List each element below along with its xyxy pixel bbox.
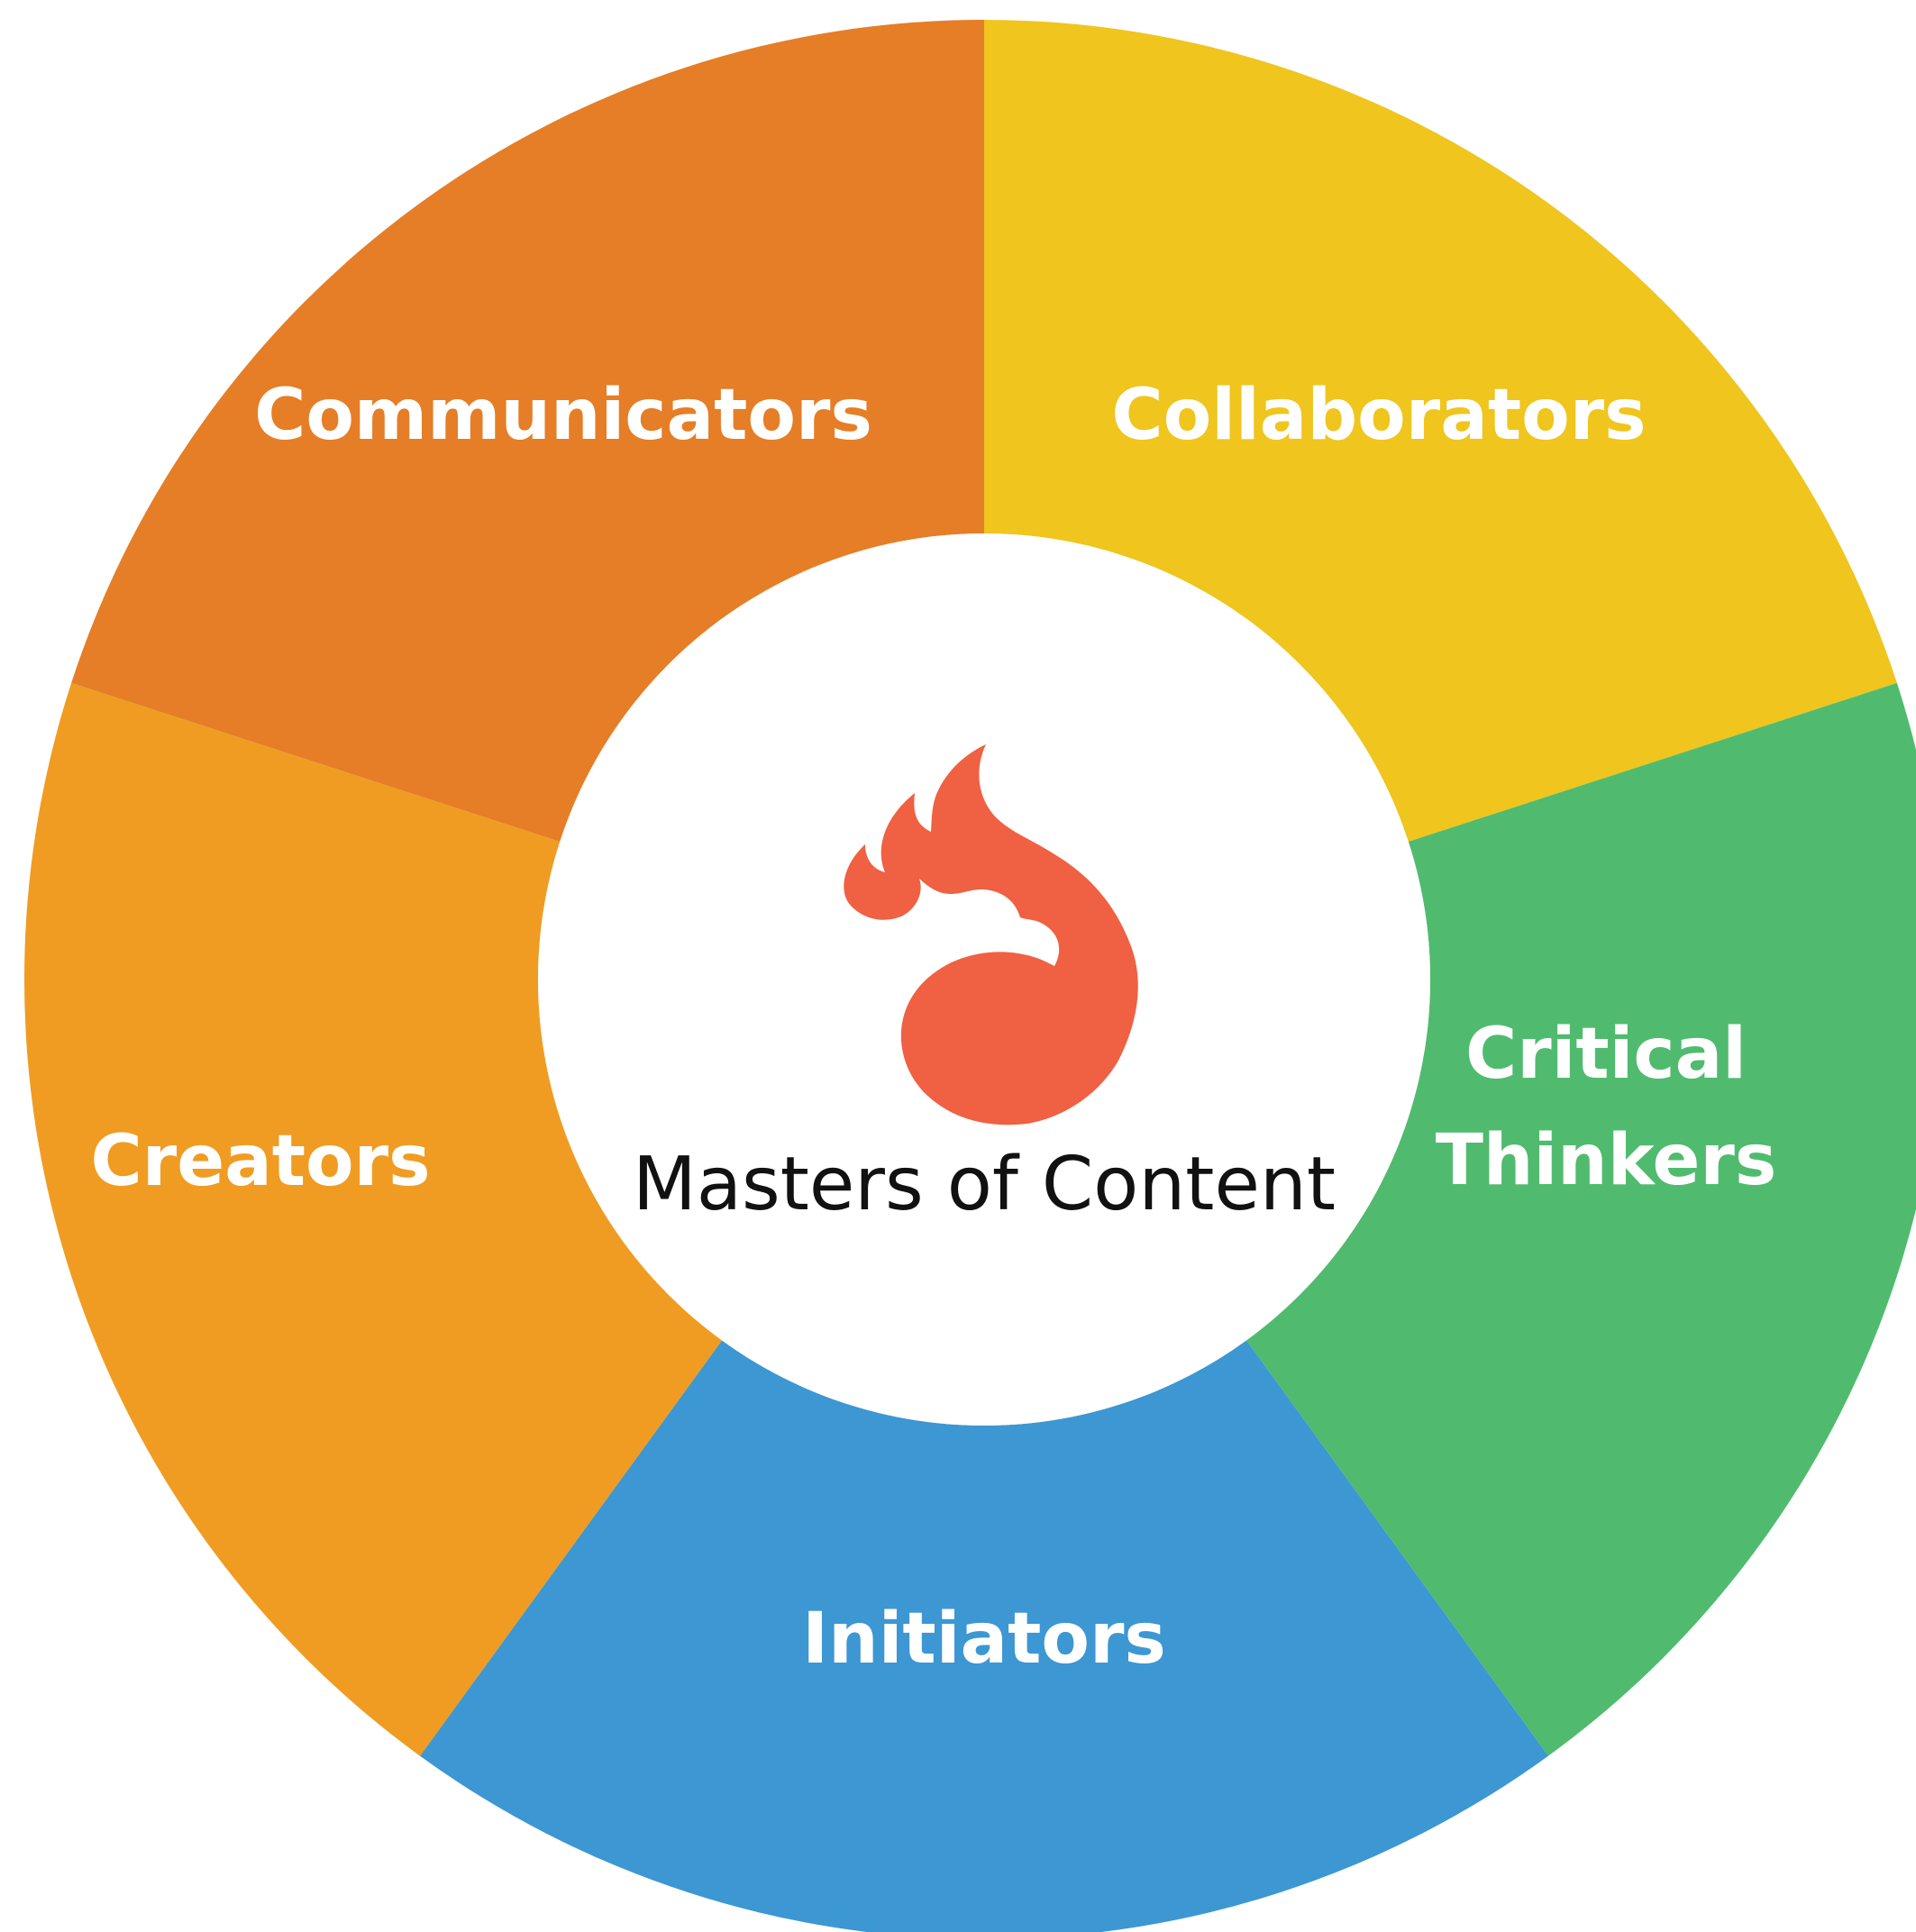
center-title: Masters of Content xyxy=(633,1142,1336,1227)
segment-label-initiators: Initiators xyxy=(802,1599,1166,1680)
phoenix-eye-shape xyxy=(986,905,1008,917)
segment-label-line: Thinkers xyxy=(1436,1120,1777,1201)
segment-label-line: Initiators xyxy=(802,1599,1166,1680)
segment-initiators xyxy=(420,1340,1548,1932)
segment-communicators xyxy=(71,20,984,843)
segment-label-line: Creators xyxy=(90,1121,430,1202)
segment-label-collaborators: Collaborators xyxy=(1111,375,1646,456)
segment-label-communicators: Communicators xyxy=(254,375,872,456)
segment-label-line: Critical xyxy=(1465,1014,1747,1095)
segment-label-line: Collaborators xyxy=(1111,375,1646,456)
phoenix-flame-icon xyxy=(844,744,1138,1125)
segment-creators xyxy=(23,682,723,1756)
segment-critical-thinkers xyxy=(1245,682,1916,1756)
phoenix-body-shape xyxy=(844,744,1138,1125)
segment-label-creators: Creators xyxy=(90,1121,430,1202)
segment-label-line: Communicators xyxy=(254,375,872,456)
wheel-segments xyxy=(23,20,1916,1932)
segment-collaborators xyxy=(984,20,1897,843)
